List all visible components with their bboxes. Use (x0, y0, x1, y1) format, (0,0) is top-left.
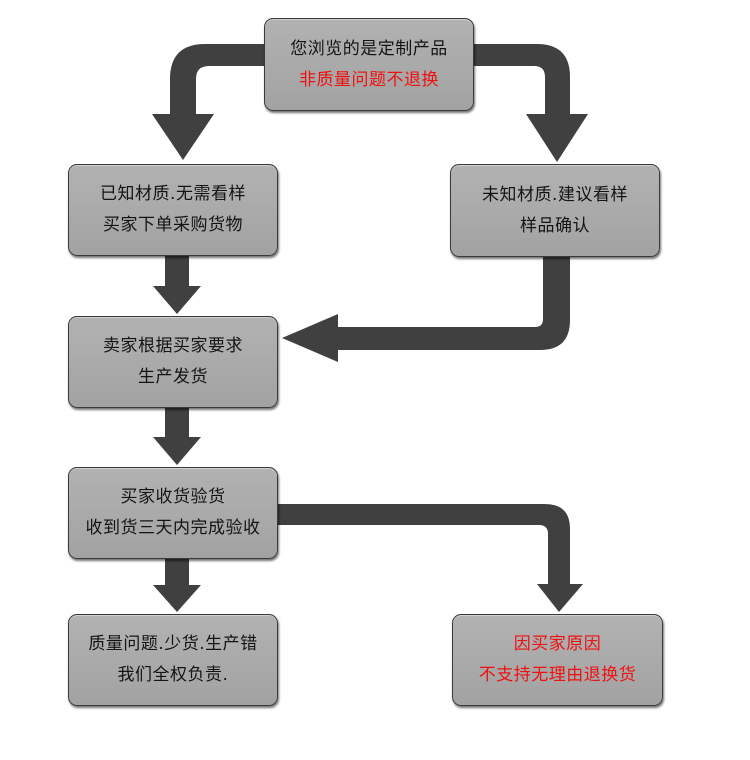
node-inspection-line2: 收到货三天内完成验收 (85, 518, 261, 538)
node-seller-line2: 我们全权负责. (117, 665, 229, 685)
node-buyer-fault: 因买家原因 不支持无理由退换货 (452, 614, 663, 706)
node-top: 您浏览的是定制产品 非质量问题不退换 (264, 18, 474, 111)
node-production-line1: 卖家根据买家要求 (103, 336, 243, 356)
node-top-warning: 非质量问题不退换 (299, 69, 439, 90)
node-seller-fault: 质量问题.少货.生产错 我们全权负责. (68, 614, 278, 706)
arrow-top-to-unknown (474, 44, 588, 162)
arrow-production-to-inspection (153, 407, 201, 465)
node-production-line2: 生产发货 (138, 367, 208, 387)
node-known-line2: 买家下单采购货物 (103, 215, 243, 235)
node-buyer-line2: 不支持无理由退换货 (478, 665, 637, 685)
node-buyer-line1: 因买家原因 (513, 634, 602, 654)
arrow-top-to-known (152, 44, 264, 160)
arrow-inspection-to-buyer (278, 504, 583, 612)
node-unknown-material: 未知材质.建议看样 样品确认 (450, 164, 660, 257)
node-top-line1: 您浏览的是定制产品 (290, 38, 448, 59)
node-inspection-line1: 买家收货验货 (120, 487, 226, 507)
arrow-unknown-to-production (282, 257, 570, 362)
node-seller-line1: 质量问题.少货.生产错 (88, 634, 258, 654)
node-production: 卖家根据买家要求 生产发货 (68, 316, 278, 408)
node-unknown-line2: 样品确认 (520, 215, 590, 236)
node-unknown-line1: 未知材质.建议看样 (482, 184, 628, 205)
arrow-known-to-production (153, 255, 201, 314)
node-known-line1: 已知材质.无需看样 (100, 184, 246, 204)
node-inspection: 买家收货验货 收到货三天内完成验收 (68, 467, 278, 559)
node-known-material: 已知材质.无需看样 买家下单采购货物 (68, 164, 278, 256)
arrow-inspection-to-seller (153, 558, 201, 612)
